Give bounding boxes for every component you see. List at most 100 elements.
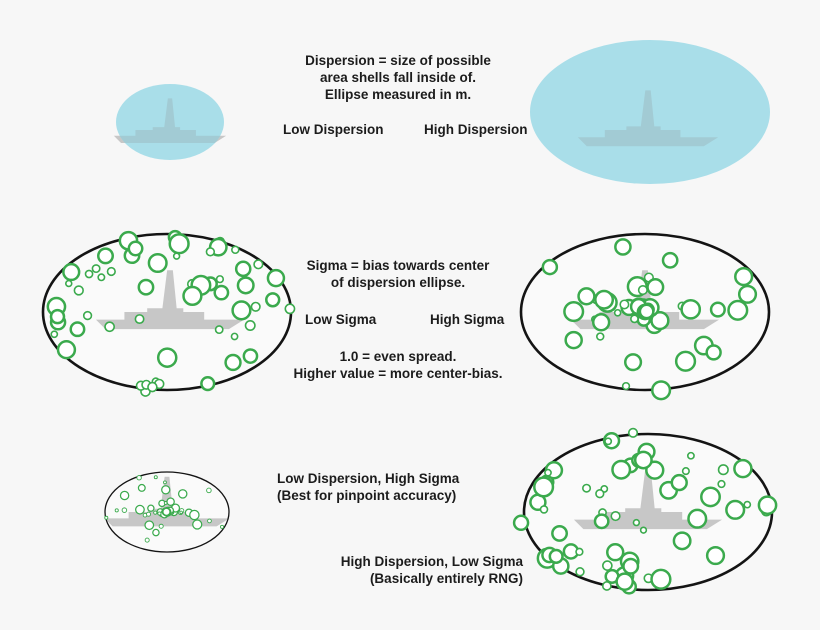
shell-impact-ring xyxy=(214,325,224,335)
shell-impact-ring xyxy=(604,437,613,446)
shell-impact-ring xyxy=(253,259,264,270)
shell-impact-ring xyxy=(84,269,94,279)
shell-impact-ring xyxy=(144,537,150,543)
shell-impact-ring xyxy=(65,279,73,288)
shell-impact-ring xyxy=(680,298,702,320)
shell-impact-ring xyxy=(737,284,758,304)
high-dispersion-ship xyxy=(530,40,770,184)
shell-impact-ring xyxy=(621,381,631,391)
shell-impact-ring xyxy=(650,568,672,590)
ship-silhouette-inside-ellipse xyxy=(116,98,224,143)
shell-impact-ring xyxy=(104,321,115,333)
shell-impact-ring xyxy=(610,511,621,522)
shell-impact-ring xyxy=(136,475,142,481)
shell-impact-ring xyxy=(544,468,552,477)
shell-impact-ring xyxy=(182,285,203,307)
shell-impact-ring xyxy=(166,497,175,506)
shell-impact-ring xyxy=(619,299,630,310)
shell-impact-ring xyxy=(624,353,643,372)
shell-impact-ring xyxy=(146,511,151,517)
shell-impact-ring xyxy=(62,262,81,282)
shell-impact-ring xyxy=(236,276,255,295)
shell-impact-ring xyxy=(717,479,726,489)
shell-impact-ring xyxy=(163,480,167,485)
shell-impact-ring xyxy=(596,332,605,341)
low-dispersion-high-sigma-spread xyxy=(104,471,230,553)
shell-impact-ring xyxy=(231,300,252,321)
shell-impact-ring xyxy=(539,505,549,514)
shell-impact-ring xyxy=(156,347,178,368)
shell-impact-ring xyxy=(168,233,190,255)
high-dispersion-label: High Dispersion xyxy=(424,122,528,137)
shell-impact-ring xyxy=(743,500,752,509)
shell-impact-ring xyxy=(606,543,625,562)
shell-impact-ring xyxy=(575,547,584,556)
shell-impact-ring xyxy=(137,278,155,296)
shell-impact-ring xyxy=(231,245,240,255)
shell-impact-ring xyxy=(97,247,114,265)
shell-impact-ring xyxy=(265,292,281,308)
shell-impact-ring xyxy=(213,284,230,301)
shell-impact-ring xyxy=(82,310,93,321)
shell-impact-ring xyxy=(637,285,648,296)
shell-impact-ring xyxy=(106,266,116,277)
shell-impact-ring xyxy=(284,303,296,315)
shell-impact-ring xyxy=(591,313,611,332)
shell-impact-ring xyxy=(757,495,778,516)
shell-impact-ring xyxy=(727,299,749,321)
shell-impact-ring xyxy=(582,483,592,493)
shell-impact-ring xyxy=(627,427,639,438)
shell-impact-ring xyxy=(709,301,726,318)
shell-impact-ring xyxy=(266,268,286,288)
shell-impact-ring xyxy=(650,310,670,331)
shell-impact-ring xyxy=(686,451,695,460)
shell-impact-ring xyxy=(633,450,653,470)
ship-silhouette xyxy=(95,270,245,330)
shell-impact-ring xyxy=(200,375,216,392)
sigma-note-text: 1.0 = even spread. Higher value = more c… xyxy=(293,349,503,381)
shell-impact-ring xyxy=(189,509,200,521)
shell-impact-ring xyxy=(614,238,632,256)
shell-impact-ring xyxy=(244,319,256,331)
shell-impact-ring xyxy=(224,353,242,372)
shell-impact-ring xyxy=(717,464,729,476)
shell-impact-ring xyxy=(158,523,164,529)
shell-impact-ring xyxy=(153,510,158,515)
shell-impact-ring xyxy=(192,519,203,530)
shell-impact-ring xyxy=(548,548,564,565)
shell-impact-ring xyxy=(541,258,559,276)
shell-impact-ring xyxy=(533,476,555,498)
shell-impact-ring xyxy=(172,252,181,260)
shell-impact-ring xyxy=(242,348,259,364)
shell-impact-ring xyxy=(205,247,216,257)
shell-impact-ring xyxy=(564,330,583,350)
shell-impact-ring xyxy=(220,524,225,529)
shell-impact-ring xyxy=(127,240,144,257)
shell-impact-ring xyxy=(147,504,155,512)
shell-impact-ring xyxy=(700,486,721,508)
low-dispersion-label: Low Dispersion xyxy=(283,122,384,137)
dispersion-ellipse-outline xyxy=(104,471,230,553)
shell-impact-ring xyxy=(734,266,754,287)
shell-impact-ring xyxy=(69,321,86,338)
shell-impact-ring xyxy=(134,314,145,325)
low-sigma-spread xyxy=(41,229,296,397)
shell-impact-ring xyxy=(705,545,726,566)
shell-impact-ring xyxy=(144,520,155,531)
shell-impact-ring xyxy=(177,489,188,499)
shell-impact-ring xyxy=(670,473,688,492)
shell-impact-ring xyxy=(230,332,239,341)
high-sigma-spread xyxy=(519,232,771,401)
shell-impact-ring xyxy=(97,273,106,282)
shell-impact-ring xyxy=(56,340,77,360)
shell-impact-ring xyxy=(733,458,753,479)
shell-impact-ring xyxy=(646,278,665,297)
shell-impact-ring xyxy=(114,508,119,513)
shell-impact-ring xyxy=(622,557,640,575)
high-sigma-label: High Sigma xyxy=(430,312,505,327)
shell-impact-ring xyxy=(161,485,171,495)
high-dispersion-low-sigma-spread xyxy=(512,427,778,595)
shell-impact-ring xyxy=(137,483,146,492)
shell-impact-ring xyxy=(179,510,183,515)
shell-impact-ring xyxy=(615,572,634,591)
